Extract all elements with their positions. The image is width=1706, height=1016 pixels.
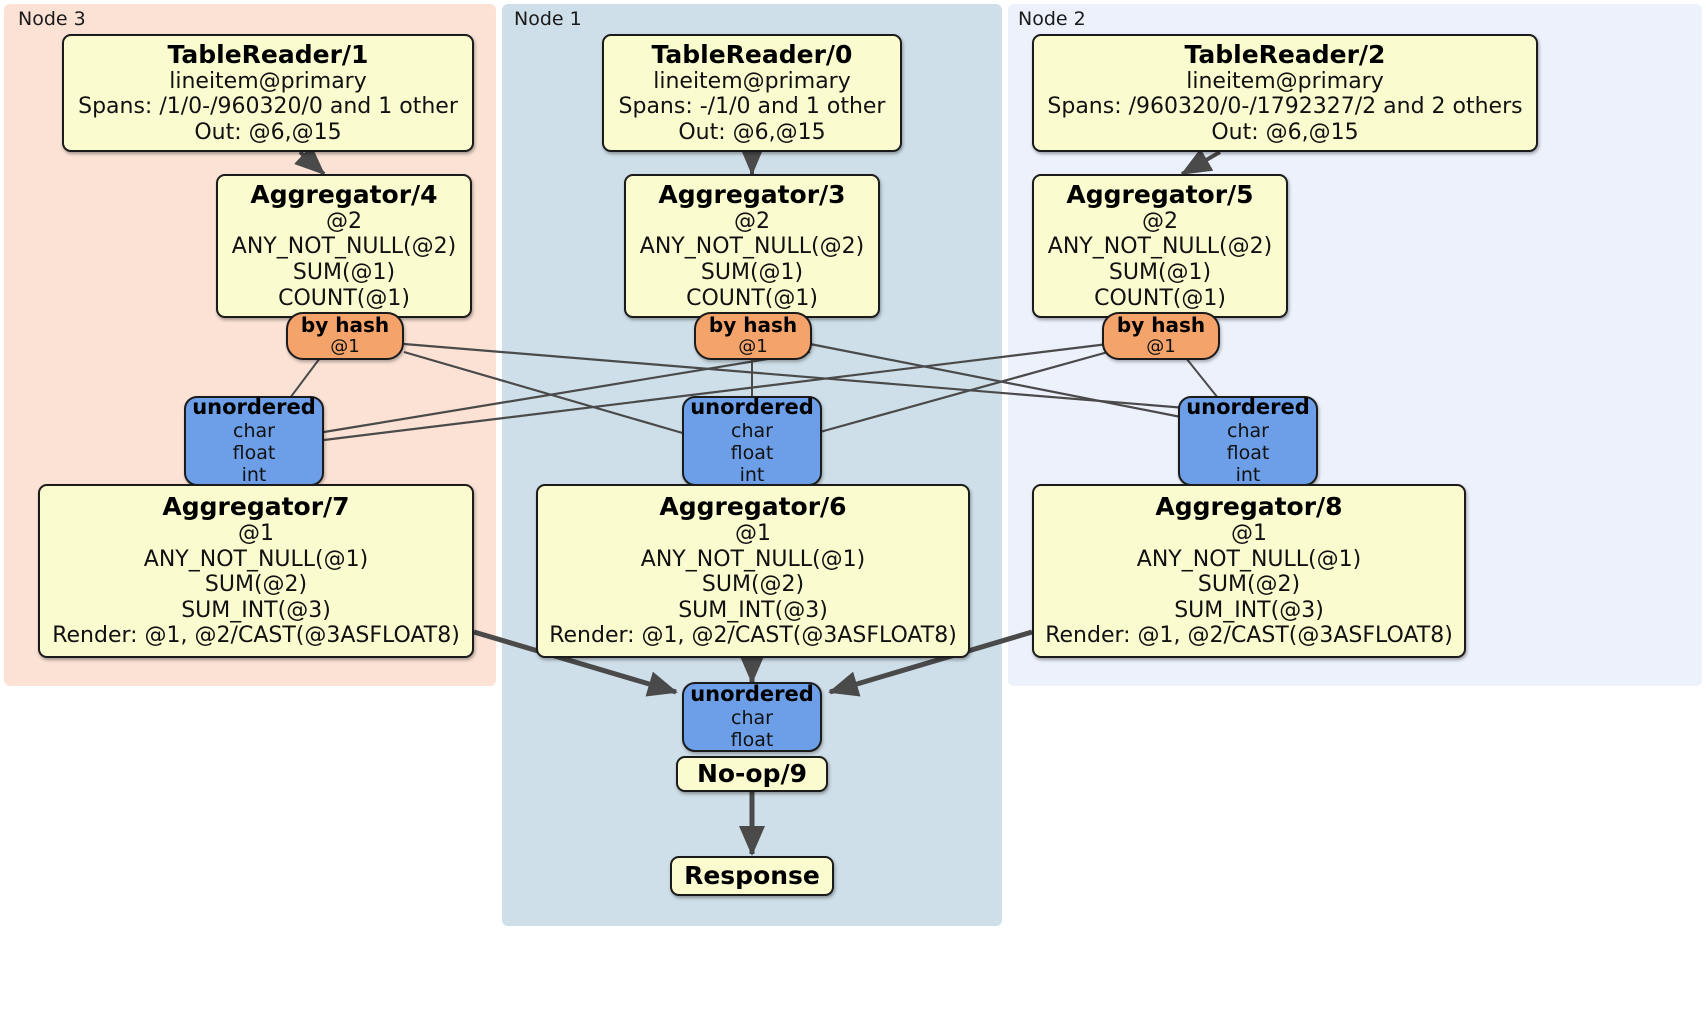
box-title: No-op/9: [696, 759, 808, 788]
processor-tablereader-1[interactable]: TableReader/1 lineitem@primary Spans: /1…: [62, 34, 474, 152]
box-line: SUM(@2): [701, 572, 805, 598]
box-title: unordered: [690, 682, 814, 707]
box-title: Aggregator/7: [162, 492, 350, 522]
processor-aggregator-5[interactable]: Aggregator/5 @2 ANY_NOT_NULL(@2) SUM(@1)…: [1032, 174, 1288, 318]
box-title: unordered: [1186, 395, 1310, 420]
box-line: float: [1226, 441, 1270, 464]
box-line: SUM(@2): [204, 572, 308, 598]
box-line: SUM(@1): [1108, 260, 1212, 285]
processor-response[interactable]: Response: [670, 856, 834, 896]
input-sync-unordered-right[interactable]: unordered char float int: [1178, 396, 1318, 486]
box-line: Spans: /1/0-/960320/0 and 1 other: [78, 94, 458, 120]
box-line: char: [731, 419, 773, 442]
box-line: char: [731, 706, 773, 729]
processor-tablereader-2[interactable]: TableReader/2 lineitem@primary Spans: /9…: [1032, 34, 1538, 152]
box-line: SUM(@1): [700, 260, 804, 285]
output-router-by-hash-left[interactable]: by hash @1: [286, 312, 404, 360]
box-line: ANY_NOT_NULL(@1): [640, 546, 866, 572]
box-line: lineitem@primary: [169, 68, 367, 94]
box-title: by hash: [708, 313, 798, 338]
box-title: Aggregator/4: [250, 179, 438, 209]
box-line: ANY_NOT_NULL(@2): [231, 234, 457, 260]
box-line: Spans: /960320/0-/1792327/2 and 2 others: [1047, 94, 1523, 120]
box-line: @1: [238, 521, 274, 547]
box-line: float: [232, 441, 276, 464]
box-line: lineitem@primary: [653, 68, 851, 94]
box-line: ANY_NOT_NULL(@1): [143, 546, 369, 572]
box-line: @1: [1231, 521, 1267, 547]
box-line: int: [739, 463, 765, 486]
box-line: ANY_NOT_NULL(@2): [1047, 234, 1273, 260]
processor-aggregator-7[interactable]: Aggregator/7 @1 ANY_NOT_NULL(@1) SUM(@2)…: [38, 484, 474, 658]
box-line: @2: [326, 208, 362, 234]
box-line: @1: [1146, 335, 1176, 357]
box-line: Render: @1, @2/CAST(@3ASFLOAT8): [549, 623, 957, 649]
box-line: float: [730, 441, 774, 464]
box-line: @1: [330, 335, 360, 357]
box-line: COUNT(@1): [278, 285, 410, 311]
box-title: by hash: [300, 313, 390, 338]
input-sync-unordered-final[interactable]: unordered char float: [682, 682, 822, 752]
output-router-by-hash-center[interactable]: by hash @1: [694, 312, 812, 360]
box-line: @1: [738, 335, 768, 357]
input-sync-unordered-left[interactable]: unordered char float int: [184, 396, 324, 486]
processor-aggregator-8[interactable]: Aggregator/8 @1 ANY_NOT_NULL(@1) SUM(@2)…: [1032, 484, 1466, 658]
box-line: SUM_INT(@3): [181, 597, 331, 623]
box-line: @2: [1142, 208, 1178, 234]
box-title: TableReader/1: [167, 39, 369, 69]
processor-aggregator-4[interactable]: Aggregator/4 @2 ANY_NOT_NULL(@2) SUM(@1)…: [216, 174, 472, 318]
box-line: @1: [735, 521, 771, 547]
processor-aggregator-6[interactable]: Aggregator/6 @1 ANY_NOT_NULL(@1) SUM(@2)…: [536, 484, 970, 658]
box-title: Aggregator/3: [658, 179, 846, 209]
node-label-node2: Node 2: [1018, 8, 1086, 30]
box-line: Out: @6,@15: [678, 119, 826, 145]
box-line: Render: @1, @2/CAST(@3ASFLOAT8): [1045, 623, 1453, 649]
box-line: SUM(@1): [292, 260, 396, 285]
box-line: COUNT(@1): [686, 285, 818, 311]
box-title: TableReader/2: [1184, 39, 1386, 69]
box-line: char: [233, 419, 275, 442]
box-line: @2: [734, 208, 770, 234]
box-line: SUM(@2): [1197, 572, 1301, 598]
box-line: char: [1227, 419, 1269, 442]
box-title: unordered: [690, 395, 814, 420]
box-line: SUM_INT(@3): [1174, 597, 1324, 623]
box-title: unordered: [192, 395, 316, 420]
box-title: Aggregator/8: [1155, 492, 1343, 522]
input-sync-unordered-center[interactable]: unordered char float int: [682, 396, 822, 486]
processor-tablereader-0[interactable]: TableReader/0 lineitem@primary Spans: -/…: [602, 34, 902, 152]
box-title: TableReader/0: [651, 39, 853, 69]
node-label-node1: Node 1: [514, 8, 582, 30]
box-line: int: [1235, 463, 1261, 486]
processor-aggregator-3[interactable]: Aggregator/3 @2 ANY_NOT_NULL(@2) SUM(@1)…: [624, 174, 880, 318]
box-title: Aggregator/5: [1066, 179, 1254, 209]
box-line: Render: @1, @2/CAST(@3ASFLOAT8): [52, 623, 460, 649]
box-title: Aggregator/6: [659, 492, 847, 522]
box-line: int: [241, 463, 267, 486]
output-router-by-hash-right[interactable]: by hash @1: [1102, 312, 1220, 360]
box-line: Out: @6,@15: [1211, 119, 1359, 145]
box-line: ANY_NOT_NULL(@2): [639, 234, 865, 260]
box-line: ANY_NOT_NULL(@1): [1136, 546, 1362, 572]
box-line: SUM_INT(@3): [678, 597, 828, 623]
box-line: Spans: -/1/0 and 1 other: [618, 94, 886, 120]
box-title: by hash: [1116, 313, 1206, 338]
box-line: lineitem@primary: [1186, 68, 1384, 94]
box-line: Out: @6,@15: [194, 119, 342, 145]
box-line: COUNT(@1): [1094, 285, 1226, 311]
box-title: Response: [684, 861, 820, 890]
box-line: float: [730, 728, 774, 751]
node-label-node3: Node 3: [18, 8, 86, 30]
processor-no-op-9[interactable]: No-op/9: [676, 756, 828, 792]
